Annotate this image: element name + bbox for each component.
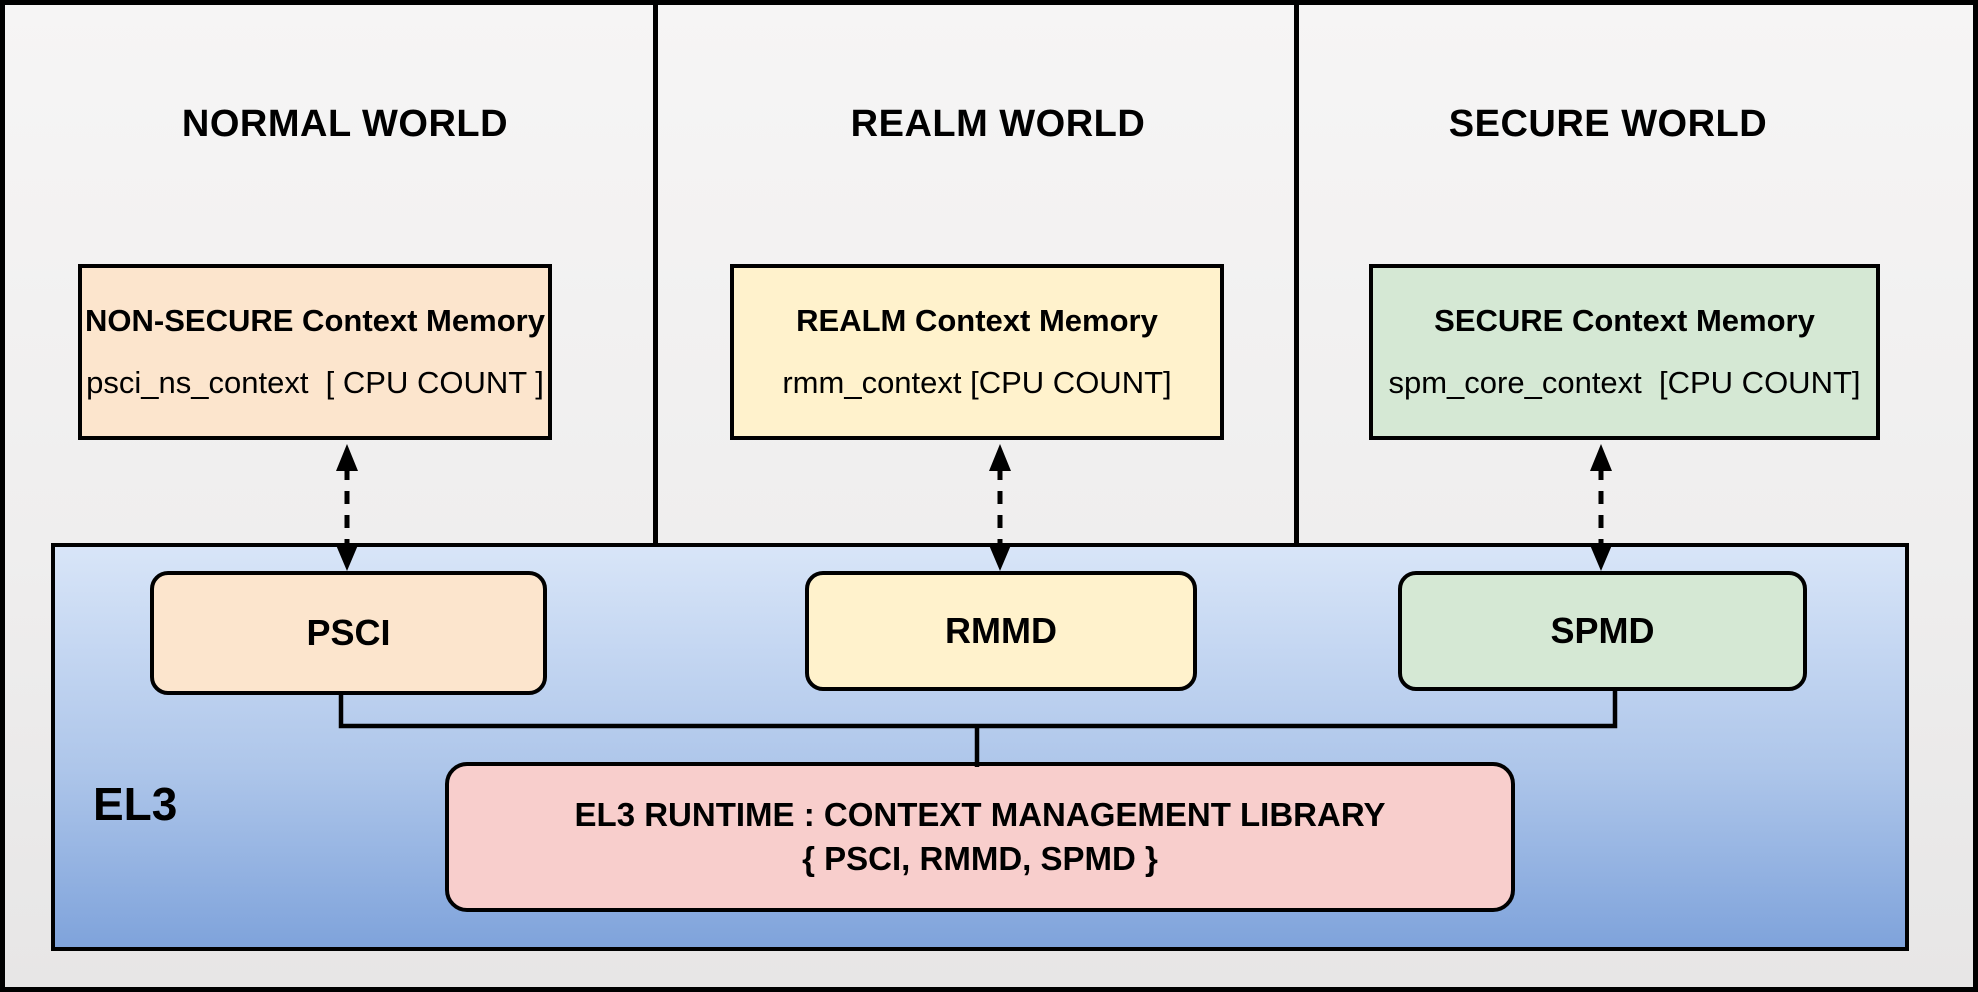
secure-world-title: SECURE WORLD [1448,103,1768,145]
el3-runtime-title: EL3 RUNTIME : CONTEXT MANAGEMENT LIBRARY [574,796,1386,833]
panel-divider-realm-secure [1294,5,1299,545]
spmd-box: SPMD [1398,571,1807,691]
non-secure-context-memory-code: psci_ns_context [ CPU COUNT ] [86,365,544,400]
secure-context-memory-box: SECURE Context Memory spm_core_context [… [1369,264,1880,440]
secure-context-memory-title: SECURE Context Memory [1434,303,1815,338]
rmmd-label: RMMD [945,610,1057,651]
realm-context-memory-title: REALM Context Memory [796,303,1158,338]
spmd-label: SPMD [1550,610,1655,651]
rmmd-box: RMMD [805,571,1197,691]
non-secure-context-memory-box: NON-SECURE Context Memory psci_ns_contex… [78,264,552,440]
psci-label: PSCI [306,612,391,653]
secure-context-memory-code: spm_core_context [CPU COUNT] [1388,365,1861,400]
panel-divider-normal-realm [653,5,658,545]
normal-world-title: NORMAL WORLD [181,103,509,145]
non-secure-context-memory-title: NON-SECURE Context Memory [85,303,545,338]
el3-runtime-subtitle: { PSCI, RMMD, SPMD } [802,840,1158,877]
realm-context-memory-box: REALM Context Memory rmm_context [CPU CO… [730,264,1224,440]
psci-box: PSCI [150,571,547,695]
realm-context-memory-code: rmm_context [CPU COUNT] [782,365,1172,400]
el3-label: EL3 [93,778,178,830]
realm-world-title: REALM WORLD [850,103,1146,145]
el3-runtime-box: EL3 RUNTIME : CONTEXT MANAGEMENT LIBRARY… [445,762,1515,912]
